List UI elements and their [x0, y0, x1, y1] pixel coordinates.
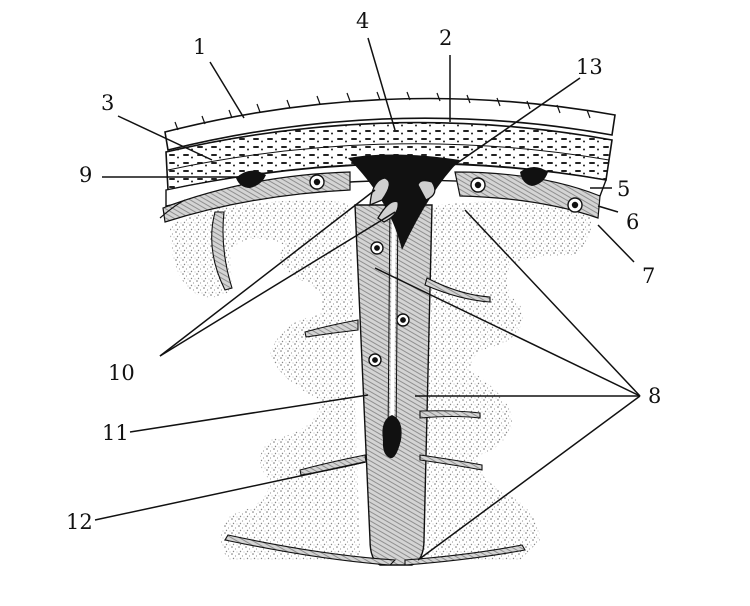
cerebral-cortex [170, 200, 360, 560]
leader-lines [94, 37, 641, 561]
label-3: 3 [101, 91, 115, 115]
falx-left-edge [159, 199, 186, 219]
label-12: 12 [66, 510, 93, 534]
cerebral-cortex-right [420, 201, 591, 560]
label-11: 11 [102, 421, 129, 445]
label-13: 13 [576, 55, 603, 79]
scalp-skin [164, 97, 616, 151]
label-7: 7 [642, 264, 656, 288]
label-5: 5 [617, 177, 631, 201]
inferior-sagittal-sinus [382, 415, 402, 459]
superior-sagittal-sinus [348, 154, 460, 250]
label-10: 10 [108, 361, 135, 385]
lateral-lacuna-left [236, 170, 266, 188]
label-2: 2 [439, 26, 453, 50]
falx-center-line [390, 199, 396, 441]
arachnoid-granulation-left2 [377, 200, 399, 223]
vessels [309, 174, 583, 367]
label-1: 1 [193, 35, 207, 59]
label-6: 6 [626, 210, 640, 234]
scalp-hairs [174, 91, 591, 131]
arachnoid-granulation-right [417, 179, 436, 201]
arachnoid-layer [162, 171, 351, 223]
label-9: 9 [79, 163, 93, 187]
label-8: 8 [648, 384, 662, 408]
lateral-lacuna-right [520, 167, 548, 186]
bone-inner-line [167, 143, 610, 171]
label-4: 4 [356, 9, 370, 33]
